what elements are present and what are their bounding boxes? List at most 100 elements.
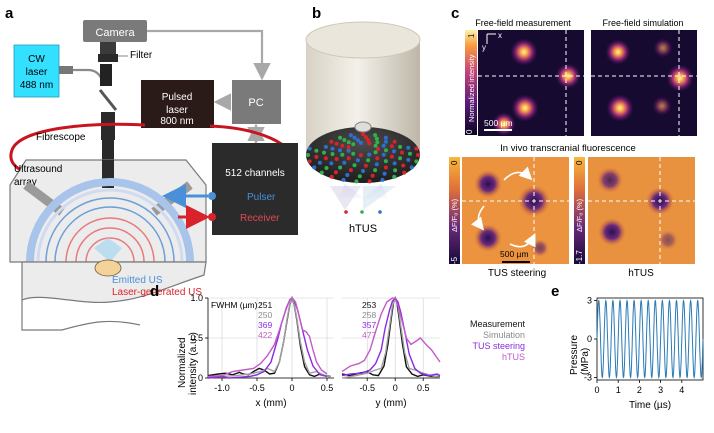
legend-item: Measurement (470, 319, 526, 329)
scalebar-bottom-label: 500 µm (500, 249, 529, 259)
element-dot (346, 148, 351, 153)
element-dot (338, 148, 342, 153)
blue-dot (378, 210, 382, 214)
colorbar2-label: ΔF/F₀ (%) (450, 198, 459, 232)
x-tick-label: 0 (594, 385, 599, 395)
element-dot (324, 166, 329, 170)
axis-y-label: y (482, 43, 486, 52)
element-dot (414, 159, 419, 164)
pc-box (232, 80, 281, 124)
filter-box (98, 54, 118, 62)
d-ylabel-1: Normalized (177, 337, 188, 388)
legend-item: Simulation (483, 330, 525, 340)
element-dot (314, 154, 319, 159)
element-dot (406, 145, 411, 150)
laser-us-label: Laser-generated US (112, 287, 202, 298)
panel-label-e: e (551, 283, 559, 300)
element-dot (393, 168, 398, 173)
cw-laser-label-1: CW (28, 54, 45, 65)
element-dot (348, 168, 353, 173)
element-dot (306, 153, 310, 157)
element-dot (355, 138, 360, 143)
element-dot (366, 138, 371, 143)
element-dot (314, 148, 319, 153)
axis-x-label: x (498, 31, 502, 40)
element-dot (330, 152, 335, 156)
colorbar1-min: 0 (465, 129, 474, 134)
element-dot (406, 157, 411, 162)
scalebar-top-label: 500 µm (484, 118, 513, 128)
channels-box (212, 143, 298, 235)
transducer-arcs (26, 178, 194, 263)
element-dot (402, 170, 407, 175)
element-dot (340, 152, 345, 157)
free-field-sim-title: Free-field simulation (602, 18, 683, 28)
element-dot (361, 132, 365, 137)
element-dot (383, 159, 388, 164)
element-dot (373, 133, 378, 138)
colorbar-dff-left (449, 157, 460, 264)
element-dot (333, 170, 338, 175)
element-dot (312, 165, 317, 170)
cw-laser-box (13, 44, 60, 98)
element-dot (357, 174, 362, 179)
camera-pc-arrow (147, 29, 271, 81)
element-dot (384, 148, 388, 153)
element-dot (338, 165, 343, 170)
optics-block-1 (100, 64, 112, 86)
series-line-tus-steering (341, 296, 441, 377)
colorbar1-label: Normalized intensity (467, 54, 476, 122)
x-tick-label: 3 (658, 385, 663, 395)
cw-laser-label-2: laser (26, 67, 48, 78)
element-dot (340, 143, 345, 148)
element-dot (329, 174, 334, 179)
element-dot (375, 140, 380, 145)
element-dot (373, 168, 378, 173)
htus-label: hTUS (349, 223, 377, 235)
x-tick-label: -1.0 (214, 383, 230, 393)
element-dot (329, 161, 334, 166)
element-dot (367, 152, 372, 157)
element-dot (342, 160, 347, 165)
element-dot (414, 146, 419, 151)
x-axis-label: x (mm) (255, 398, 286, 409)
x-tick-label: 0.5 (417, 383, 430, 393)
element-dot (382, 171, 387, 176)
legend-item: hTUS (502, 352, 525, 362)
element-dot (323, 144, 328, 149)
x-axis-label: Time (µs) (629, 400, 671, 411)
optics-block-2 (101, 112, 115, 140)
array-label-2: array (14, 177, 37, 188)
colorbar3-bottom: -1.7 (575, 250, 584, 264)
x-tick-label: -0.5 (249, 383, 265, 393)
element-dot (351, 151, 356, 156)
element-dot (383, 135, 388, 140)
fwhm-value: 477 (362, 330, 376, 340)
element-dot (323, 156, 328, 161)
element-dot (361, 169, 365, 173)
x-tick-label: 0 (289, 383, 294, 393)
element-dot (348, 133, 353, 138)
element-dot (416, 153, 420, 157)
channels-label: 512 channels (225, 168, 285, 179)
element-dot (342, 138, 347, 142)
element-dot (352, 135, 357, 140)
fwhm-value: 369 (258, 320, 272, 330)
element-dot (392, 139, 397, 144)
green-dot (360, 210, 364, 214)
colorbar3-label: ΔF/F₀ (%) (575, 198, 584, 232)
element-dot (307, 146, 312, 151)
pulsed-laser-label-2: laser (166, 105, 188, 116)
element-dot (334, 141, 339, 146)
htus-device (305, 21, 421, 210)
cw-laser-label-3: 488 nm (20, 80, 53, 91)
series-line-htus (341, 297, 441, 373)
element-dot (381, 143, 386, 148)
pulsed-laser-label-1: Pulsed (162, 92, 193, 103)
element-dot (370, 173, 375, 178)
element-dot (322, 150, 326, 155)
colorbar1-max: 1 (467, 33, 476, 38)
